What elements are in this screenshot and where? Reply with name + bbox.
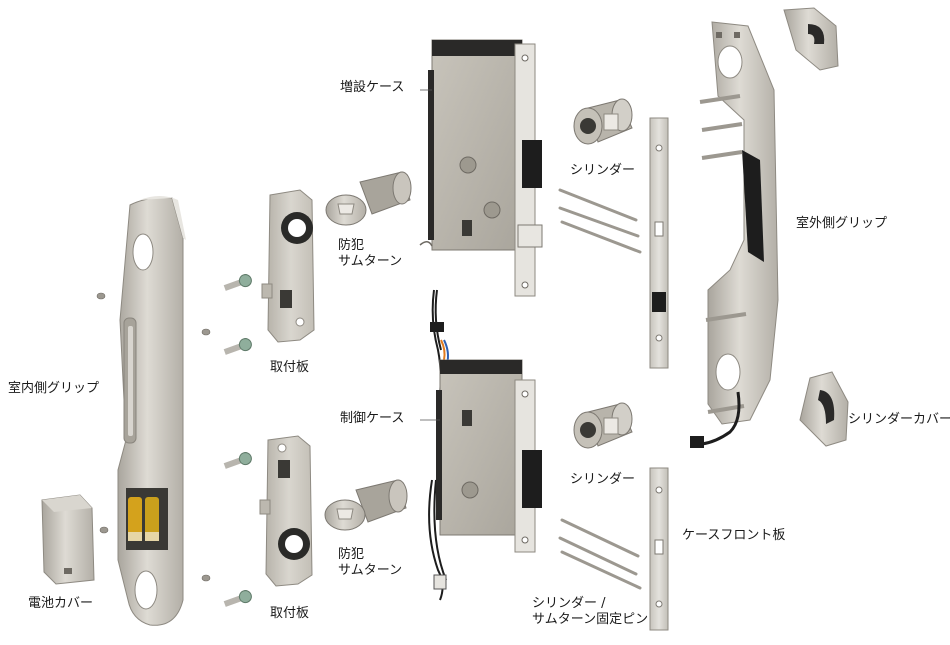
label-thumbturn-top-line1: 防犯	[338, 238, 365, 253]
label-mount-plate-bottom: 取付板	[270, 606, 310, 621]
label-thumbturn-bottom-line2: サムターン	[338, 563, 403, 578]
label-control-case: 制御ケース	[340, 411, 405, 426]
label-cylinder-bottom: シリンダー	[570, 472, 636, 487]
label-case-front-plate: ケースフロント板	[682, 528, 786, 543]
cylinder-cover-part	[799, 371, 849, 447]
control-case	[436, 359, 542, 553]
label-thumbturn-top-line2: サムターン	[338, 254, 403, 269]
battery-cover	[41, 494, 95, 585]
fixing-pins-bottom	[558, 518, 642, 590]
fixing-pins-top	[558, 188, 642, 254]
leader-lines	[420, 89, 440, 421]
label-mount-plate-top: 取付板	[270, 360, 310, 375]
thumbturn-top	[325, 171, 412, 226]
case-front-plate-bottom	[649, 467, 669, 631]
label-battery-cover: 電池カバー	[28, 596, 94, 611]
indoor-grip	[117, 196, 186, 626]
label-cylinder-top: シリンダー	[570, 163, 636, 178]
cylinder-top	[573, 98, 633, 145]
outdoor-top-cover	[783, 7, 839, 71]
label-cylinder-cover: シリンダーカバー	[848, 412, 950, 427]
cylinder-bottom	[573, 402, 633, 449]
wiring-harness	[428, 289, 449, 601]
label-fixing-pins-line2: サムターン固定ピン	[532, 612, 649, 627]
mount-screws	[223, 274, 252, 607]
label-fixing-pins-line1: シリンダー /	[532, 596, 606, 611]
mount-plate-top	[261, 189, 315, 343]
thumbturn-bottom	[324, 479, 408, 531]
label-outdoor-grip: 室外側グリップ	[796, 216, 888, 231]
label-fixing-pins: シリンダー / サムターン固定ピン	[532, 596, 648, 628]
label-indoor-grip: 室内側グリップ	[8, 381, 100, 396]
label-thumbturn-top: 防犯 サムターン	[338, 238, 402, 270]
extension-case	[419, 39, 543, 297]
mount-plate-bottom	[259, 435, 313, 587]
case-front-plate-top	[649, 117, 669, 369]
label-extension-case: 増設ケース	[340, 80, 405, 95]
label-thumbturn-bottom-line1: 防犯	[338, 547, 365, 562]
label-thumbturn-bottom: 防犯 サムターン	[338, 547, 402, 579]
outdoor-grip	[690, 21, 779, 448]
grip-screws	[96, 292, 211, 582]
